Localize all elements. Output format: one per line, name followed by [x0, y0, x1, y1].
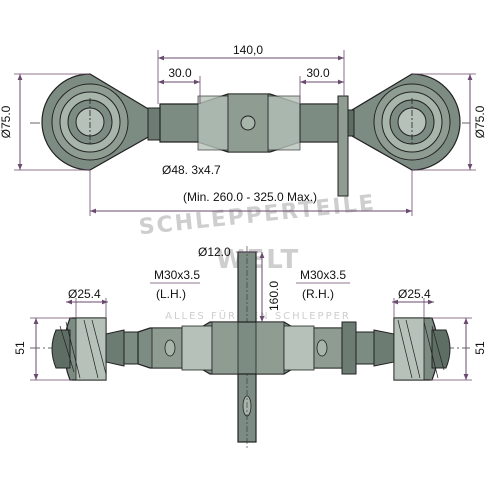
dim-top-left-offset: 30.0	[168, 66, 192, 80]
left-eye	[41, 73, 151, 171]
watermark-line2: WELT	[216, 245, 300, 275]
watermark-line3: ALLES FÜR DEN SCHLEPPER	[165, 309, 351, 322]
dim-length-range: (Min. 260.0 - 325.0 Max.)	[183, 190, 317, 204]
side-view: Ø12.0 160.0 M30x3.5 (L.H.) M30x3.5 (R.H.…	[13, 245, 487, 448]
dim-left-thread: M30x3.5	[154, 268, 200, 282]
side-barrel	[137, 321, 357, 375]
dim-right-thread: M30x3.5	[300, 268, 346, 282]
watermark: SCHLEPPERTEILE WELT ALLES FÜR DEN SCHLEP…	[138, 191, 377, 322]
dim-tube-spec: Ø48. 3x4.7	[162, 163, 221, 177]
dim-top-left-diameter: Ø75.0	[0, 105, 13, 138]
top-barrel	[147, 93, 355, 197]
dim-left-ball-diameter: Ø25.4	[68, 287, 101, 301]
dim-top-overall: 140,0	[233, 43, 263, 57]
dim-left-thread-hand: (L.H.)	[156, 287, 186, 301]
dim-right-ball-diameter: Ø25.4	[398, 287, 431, 301]
dim-top-right-offset: 30.0	[306, 66, 330, 80]
dim-left-ball-width: 51	[13, 341, 27, 355]
left-ball-joint	[51, 317, 139, 381]
dim-right-thread-hand: (R.H.)	[302, 287, 334, 301]
dim-handle-length: 160.0	[267, 281, 281, 311]
right-eye	[351, 73, 461, 171]
dim-top-right-diameter: Ø75.0	[473, 105, 487, 138]
top-view: 140,0 30.0 30.0 Ø75.0 Ø75.0 Ø48. 3x4.7 (…	[0, 43, 487, 216]
dim-right-ball-width: 51	[473, 341, 487, 355]
right-ball-joint	[355, 317, 451, 381]
dim-pin-diameter: Ø12.0	[198, 245, 231, 259]
